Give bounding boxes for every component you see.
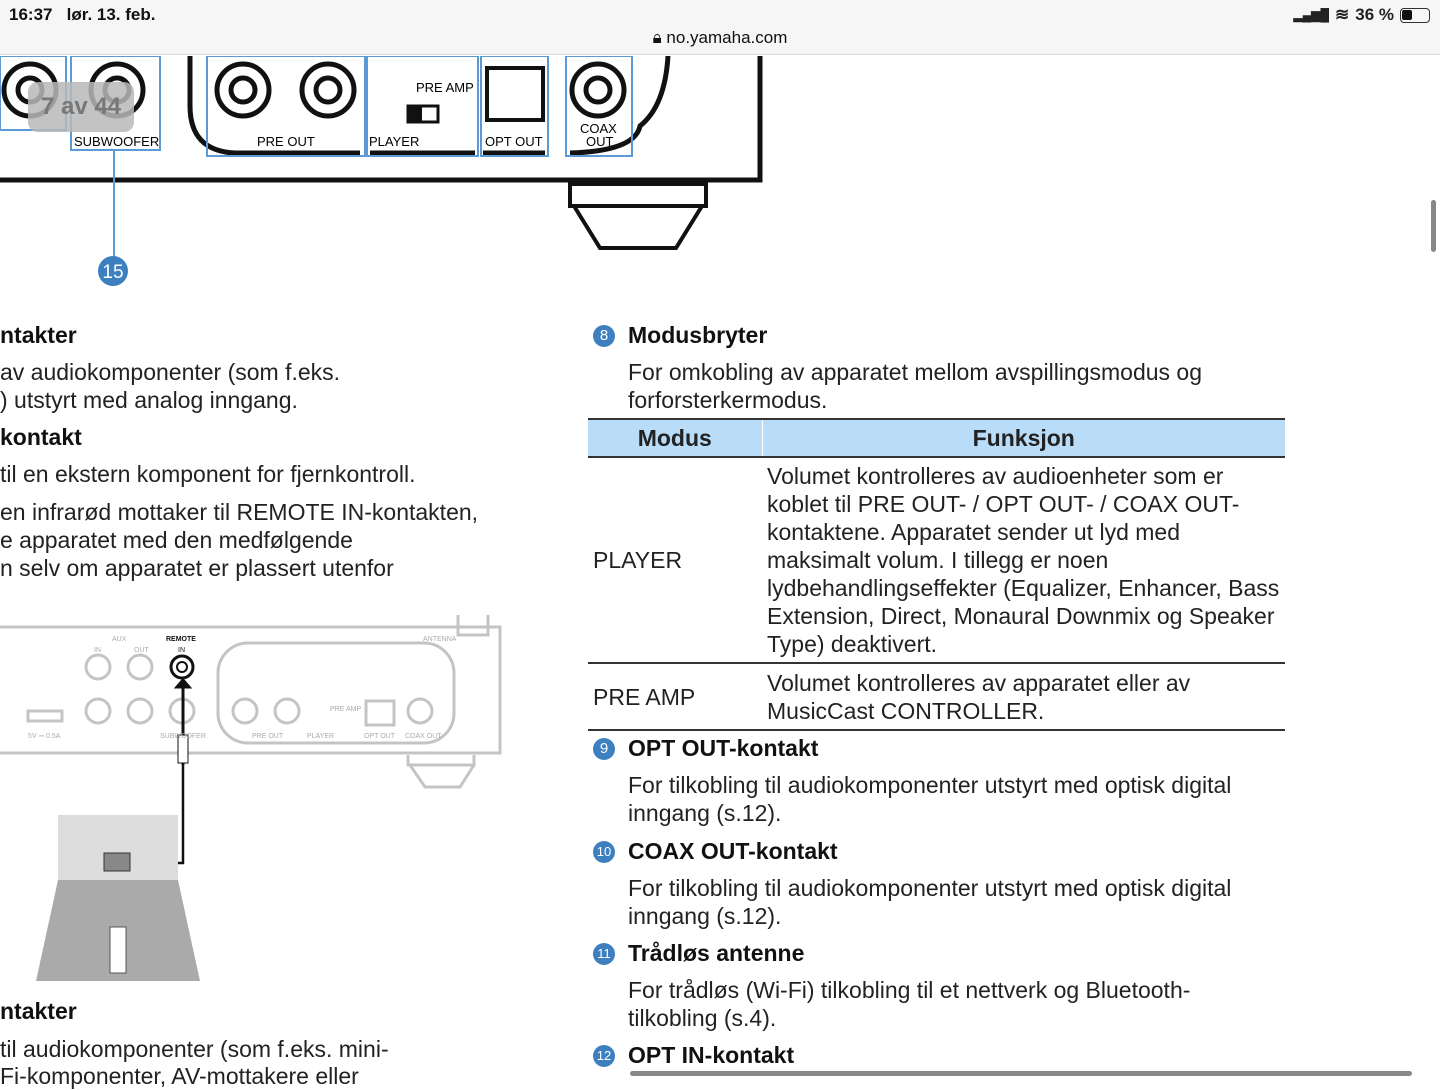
badge-12: 12 — [593, 1045, 615, 1067]
text-modusbryter: For omkobling av apparatet mellom avspil… — [628, 359, 1203, 413]
lock-icon: 🔒︎ — [652, 28, 662, 47]
svg-text:OPT OUT: OPT OUT — [364, 733, 396, 740]
function-cell: Volumet kontrolleres av audioenheter som… — [762, 457, 1285, 664]
heading-opt-out: OPT OUT-kontakt — [628, 735, 819, 761]
svg-text:OUT: OUT — [134, 647, 150, 654]
label-subwoofer: SUBWOOFER — [74, 134, 159, 149]
left-text-2: til en ekstern komponent for fjernkontro… — [0, 461, 416, 487]
heading-modusbryter: Modusbryter — [628, 322, 768, 348]
battery-text: 36 % — [1355, 5, 1394, 24]
badge-10: 10 — [593, 841, 615, 863]
left-text-3a: en infrarød mottaker til REMOTE IN-konta… — [0, 499, 479, 525]
left-text-1a: av audiokomponenter (som f.eks. — [0, 359, 341, 385]
status-bar: 16:37 lør. 13. feb. ▂▄▆█ ≋ 36 % 🔒︎ no.ya… — [0, 0, 1440, 55]
badge-11: 11 — [593, 943, 615, 965]
heading-antenna: Trådløs antenne — [628, 940, 805, 966]
left-text-1b: ) utstyrt med analog inngang. — [0, 387, 298, 413]
label-remote: REMOTE — [166, 636, 196, 643]
left-text-4a: til audiokomponenter (som f.eks. mini- — [0, 1036, 389, 1062]
heading-coax-out: COAX OUT-kontakt — [628, 838, 838, 864]
badge-9: 9 — [593, 738, 615, 760]
text-opt-out: For tilkobling til audiokomponenter utst… — [628, 772, 1232, 826]
label-out: OUT — [586, 134, 614, 149]
col-funksjon: Funksjon — [762, 418, 1285, 458]
svg-text:PRE AMP: PRE AMP — [330, 706, 361, 713]
label-player: PLAYER — [369, 134, 419, 149]
text-antenna: For trådløs (Wi-Fi) tilkobling til et ne… — [628, 977, 1191, 1031]
left-heading-3: ntakter — [0, 998, 77, 1024]
label-in: IN — [178, 647, 185, 654]
wifi-icon: ≋ — [1335, 5, 1350, 24]
mode-cell: PRE AMP — [588, 663, 762, 731]
horizontal-scrollbar[interactable] — [630, 1071, 1412, 1076]
signal-icon: ▂▄▆█ — [1293, 8, 1329, 22]
col-modus: Modus — [588, 418, 763, 458]
left-heading-2: kontakt — [0, 424, 82, 450]
address-bar[interactable]: 🔒︎ no.yamaha.com — [0, 28, 1440, 48]
label-pre-amp: PRE AMP — [416, 80, 474, 95]
left-text-3b: e apparatet med den medfølgende — [0, 527, 353, 553]
status-icons: ▂▄▆█ ≋ 36 % — [1294, 5, 1430, 25]
status-time: 16:37 lør. 13. feb. — [9, 5, 156, 24]
remote-connection-diagram: REMOTE IN AUX IN OUT ANTENNA PRE OUT PLA… — [0, 615, 502, 981]
left-text-3c: n selv om apparatet er plassert utenfor — [0, 555, 394, 581]
svg-text:SUBWOOFER: SUBWOOFER — [160, 733, 206, 740]
badge-8: 8 — [593, 325, 615, 347]
svg-text:5V ⎓ 0.5A: 5V ⎓ 0.5A — [28, 733, 61, 740]
function-cell: Volumet kontrolleres av apparatet eller … — [762, 663, 1285, 731]
svg-text:AUX: AUX — [112, 636, 127, 643]
left-heading-1: ntakter — [0, 322, 77, 348]
svg-text:ANTENNA: ANTENNA — [423, 636, 457, 643]
label-coax: COAX — [580, 121, 617, 136]
mode-cell: PLAYER — [588, 457, 762, 664]
svg-text:PLAYER: PLAYER — [307, 733, 334, 740]
url-text: no.yamaha.com — [666, 28, 788, 47]
heading-opt-in: OPT IN-kontakt — [628, 1042, 795, 1068]
svg-text:IN: IN — [94, 647, 101, 654]
left-text-4b: Fi-komponenter, AV-mottakere eller — [0, 1063, 359, 1089]
label-opt-out: OPT OUT — [485, 134, 543, 149]
battery-icon — [1400, 7, 1430, 23]
label-pre-out: PRE OUT — [257, 134, 315, 149]
text-coax-out: For tilkobling til audiokomponenter utst… — [628, 875, 1232, 929]
callout-15: 15 — [102, 262, 123, 283]
vertical-scrollbar[interactable] — [1431, 200, 1436, 252]
svg-text:COAX OUT: COAX OUT — [405, 733, 442, 740]
svg-text:PRE OUT: PRE OUT — [252, 733, 284, 740]
page-indicator: 7 av 44 — [28, 82, 134, 132]
